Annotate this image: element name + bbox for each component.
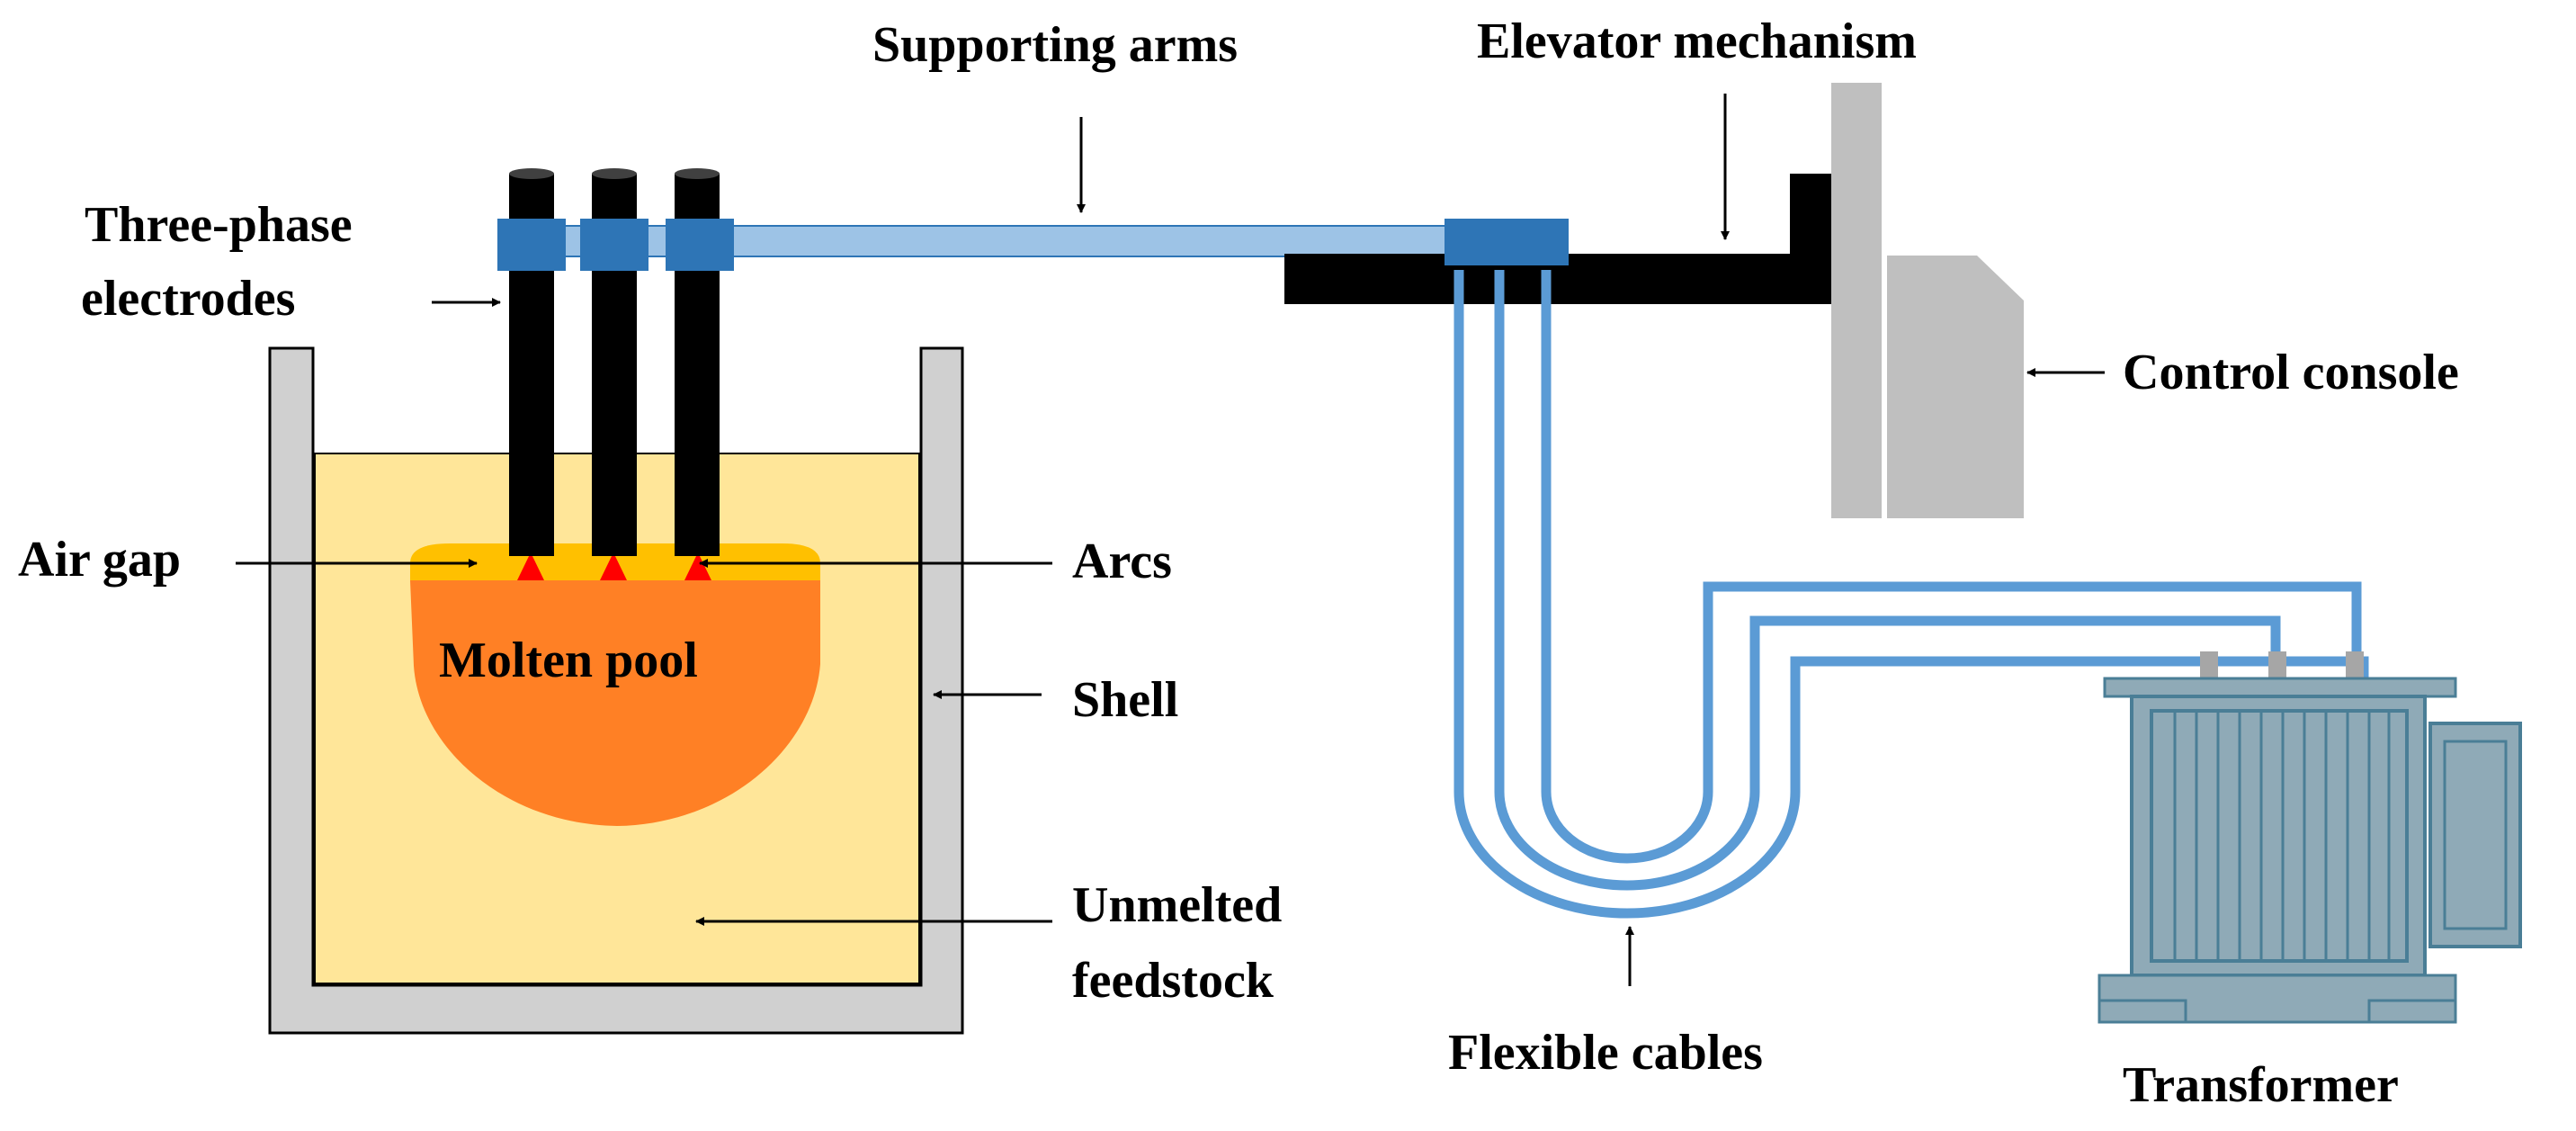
label-control-console: Control console <box>2123 345 2459 400</box>
label-air-gap: Air gap <box>18 532 181 588</box>
clamp-2 <box>580 219 648 271</box>
label-unmelted-2: feedstock <box>1072 953 1275 1009</box>
label-supporting-arms: Supporting arms <box>872 17 1238 73</box>
arc-3 <box>684 552 711 580</box>
molten-pool <box>410 580 820 826</box>
label-three-phase-2: electrodes <box>81 271 295 327</box>
arc-1 <box>517 552 544 580</box>
console-column <box>1831 83 1882 518</box>
label-unmelted-1: Unmelted <box>1072 877 1282 933</box>
flexible-cables <box>1453 270 2369 919</box>
label-transformer: Transformer <box>2123 1057 2399 1113</box>
clamp-3 <box>666 219 734 271</box>
console-cabinet <box>1887 256 2024 518</box>
label-arcs: Arcs <box>1072 534 1172 589</box>
arc-2 <box>600 552 627 580</box>
elevator-post <box>1790 174 1831 264</box>
cable-hub <box>1445 219 1569 265</box>
label-elevator-mechanism: Elevator mechanism <box>1477 13 1917 69</box>
label-molten-pool: Molten pool <box>439 633 698 688</box>
label-three-phase-1: Three-phase <box>85 197 353 253</box>
transformer <box>2097 651 2522 1024</box>
furnace-shell <box>268 346 964 1035</box>
label-flexible-cables: Flexible cables <box>1448 1025 1763 1081</box>
label-shell: Shell <box>1072 672 1178 728</box>
clamp-1 <box>497 219 566 271</box>
